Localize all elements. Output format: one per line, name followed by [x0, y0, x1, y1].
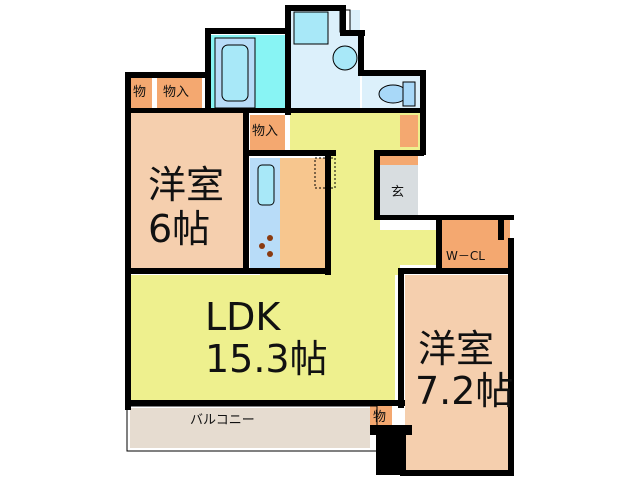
balcony-label: バルコニー	[190, 413, 255, 428]
ldk-size: 15.3帖	[205, 337, 328, 381]
storage-center-closet	[250, 115, 285, 150]
entrance-shelf	[380, 155, 418, 165]
stove-burner	[267, 235, 273, 241]
western-room-2-size: 7.2帖	[415, 369, 514, 413]
western-room-1-fill	[130, 110, 245, 270]
ldk-name: LDK	[205, 295, 281, 339]
balcony-fill	[130, 408, 370, 448]
western-room-2-fill	[405, 275, 510, 470]
entrance-label: 玄	[391, 185, 405, 200]
western-room-1-name: 洋室	[148, 163, 225, 207]
kitchen-counter-fill	[280, 158, 325, 268]
entrance-fill	[380, 165, 418, 215]
storage-balcony	[370, 405, 392, 430]
storage-right-small	[400, 115, 418, 147]
walls	[125, 5, 514, 476]
western-room-2-name: 洋室	[418, 327, 495, 371]
storage-top-left-closet	[157, 78, 202, 108]
storage-closet-label: 物入	[163, 85, 190, 100]
western-room-1-size: 6帖	[148, 207, 211, 251]
storage-balcony-label: 物	[373, 410, 387, 425]
storage-center-label: 物入	[252, 124, 279, 139]
storage-top-left-small	[130, 78, 152, 108]
storage-small-label: 物	[133, 85, 147, 100]
walk-in-closet-label: W－CL	[446, 249, 485, 263]
